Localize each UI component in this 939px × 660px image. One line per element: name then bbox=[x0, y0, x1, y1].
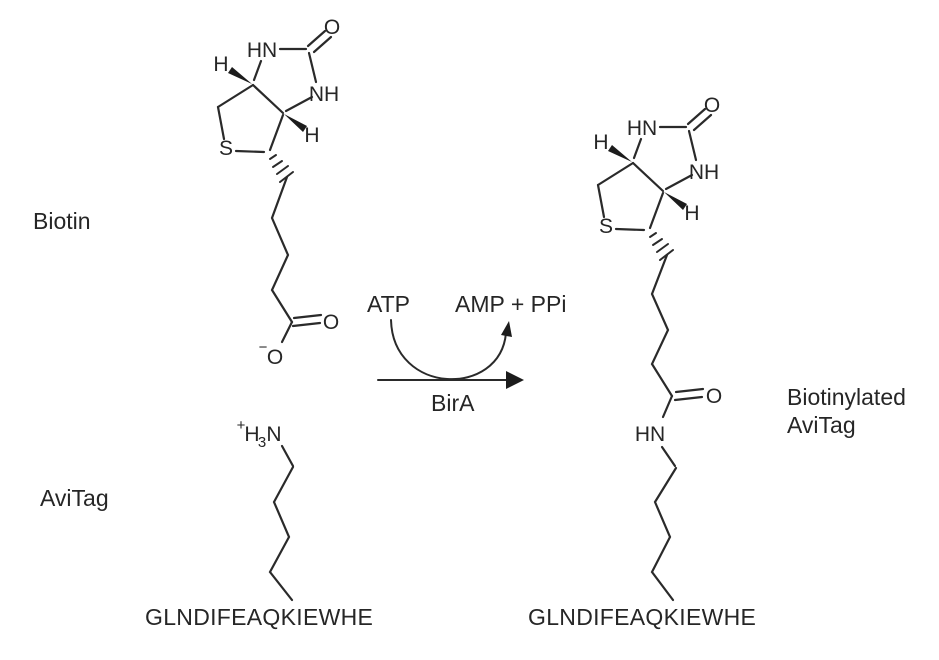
stereo-h-label: H bbox=[213, 53, 228, 76]
product-label-line2: AviTag bbox=[787, 412, 856, 438]
bond bbox=[251, 83, 285, 115]
bond bbox=[268, 113, 285, 152]
bond bbox=[648, 191, 665, 230]
double-bond bbox=[674, 387, 705, 394]
cofactor-label: ATP bbox=[367, 291, 410, 317]
bond bbox=[596, 161, 635, 187]
carbonyl-o-label: O bbox=[324, 16, 340, 39]
chain-bond bbox=[650, 253, 674, 398]
chain-bond bbox=[650, 466, 678, 602]
bond bbox=[664, 173, 694, 191]
double-bond bbox=[692, 113, 713, 132]
ring-hn-label: HN bbox=[247, 39, 277, 62]
bond bbox=[596, 183, 606, 219]
stereo-h-label: H bbox=[304, 124, 319, 147]
peptide-sequence: GLNDIFEAQKIEWHE bbox=[528, 604, 756, 630]
bond bbox=[661, 394, 674, 419]
wedge-bond bbox=[228, 67, 252, 84]
hashed-wedge-bond bbox=[269, 154, 294, 183]
product-label: Biotinylated AviTag bbox=[787, 384, 906, 438]
ring-nh-label: NH bbox=[309, 83, 339, 106]
stereo-h-label: H bbox=[684, 202, 699, 225]
reaction-arrow-group: ATP AMP + PPi BirA bbox=[367, 291, 566, 416]
avitag-structure: + H 3 N GLNDIFEAQKIEWHE bbox=[145, 417, 373, 630]
biotin-structure: HN O NH H H S O O − bbox=[213, 16, 340, 369]
hashed-wedge-bond bbox=[649, 232, 674, 261]
amide-o-label: O bbox=[706, 385, 722, 408]
substrate-label: AviTag bbox=[40, 485, 109, 511]
bond bbox=[216, 105, 226, 141]
amine-subscript-label: 3 bbox=[258, 434, 266, 451]
peptide-sequence: GLNDIFEAQKIEWHE bbox=[145, 604, 373, 630]
carboxylate-o-label: O bbox=[323, 311, 339, 334]
bond bbox=[234, 149, 266, 154]
sulfur-label: S bbox=[219, 137, 233, 160]
ring-nh-label: NH bbox=[689, 161, 719, 184]
reaction-arrowhead bbox=[506, 371, 524, 389]
double-bond bbox=[312, 35, 333, 54]
bond bbox=[687, 129, 698, 162]
bond bbox=[631, 161, 665, 193]
bond bbox=[307, 51, 318, 84]
stereo-h-label: H bbox=[593, 131, 608, 154]
amine-n-label: N bbox=[266, 423, 281, 446]
cofactor-arc bbox=[390, 319, 507, 380]
wedge-bond bbox=[608, 145, 632, 162]
reactant-label: Biotin bbox=[33, 208, 91, 234]
plus-charge-label: + bbox=[237, 417, 246, 434]
double-bond bbox=[673, 395, 704, 402]
bond bbox=[216, 83, 255, 109]
sulfur-label: S bbox=[599, 215, 613, 238]
bond bbox=[284, 95, 314, 113]
bond bbox=[280, 444, 295, 468]
carboxylate-o-label: O bbox=[267, 346, 283, 369]
carbonyl-o-label: O bbox=[704, 94, 720, 117]
bond bbox=[614, 227, 646, 232]
bond bbox=[632, 137, 643, 160]
wedge-bond bbox=[664, 192, 687, 210]
bond bbox=[280, 320, 294, 344]
minus-charge-label: − bbox=[259, 339, 268, 356]
biotinylated-avitag-structure: HN O NH H H S O HN GLNDIFEAQKIEWHE bbox=[528, 94, 756, 630]
bond bbox=[252, 59, 263, 82]
double-bond bbox=[291, 321, 322, 328]
amide-hn-label: HN bbox=[635, 423, 665, 446]
product-label-line1: Biotinylated bbox=[787, 384, 906, 410]
chain-bond bbox=[268, 465, 295, 602]
chain-bond bbox=[270, 175, 294, 324]
double-bond bbox=[306, 29, 327, 48]
arc-arrowhead bbox=[501, 321, 512, 337]
bond bbox=[660, 445, 677, 468]
double-bond bbox=[686, 107, 707, 126]
double-bond bbox=[292, 313, 323, 320]
enzyme-label: BirA bbox=[431, 390, 475, 416]
ring-hn-label: HN bbox=[627, 117, 657, 140]
byproducts-label: AMP + PPi bbox=[455, 291, 566, 317]
amine-h-label: H bbox=[244, 423, 259, 446]
wedge-bond bbox=[284, 114, 307, 132]
